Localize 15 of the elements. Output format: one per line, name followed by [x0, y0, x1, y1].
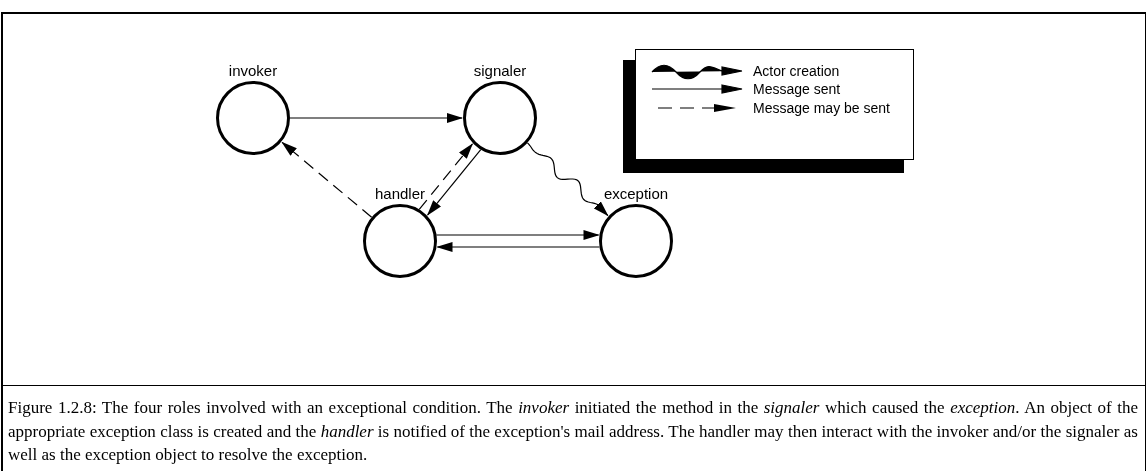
node-label: handler: [375, 185, 425, 203]
legend-label: Actor creation: [753, 63, 840, 80]
wavy-arrow: [526, 142, 609, 217]
dashed-arrow: [418, 143, 473, 210]
node-label: signaler: [473, 62, 527, 80]
arrow: [427, 149, 482, 216]
arrow: [435, 230, 600, 240]
arrow: [289, 113, 463, 123]
arrow: [436, 242, 601, 252]
dashed-arrow: [281, 141, 373, 218]
figure-caption: Figure 1.2.8: The four roles involved with an exceptional condition. The invoker initiated the method in the signaler which caused the exception. An object of the appropriate exception class is created and the handler is notified of the exception's mail address. The handler may then interact with the invoker and/or the signaler as well as the exception object to resolve the exception.: [8, 397, 1138, 466]
node-label: invoker: [228, 62, 278, 80]
legend-label: Message may be sent: [753, 100, 890, 117]
legend-label: Message sent: [753, 81, 841, 98]
node-label: exception: [603, 185, 669, 203]
